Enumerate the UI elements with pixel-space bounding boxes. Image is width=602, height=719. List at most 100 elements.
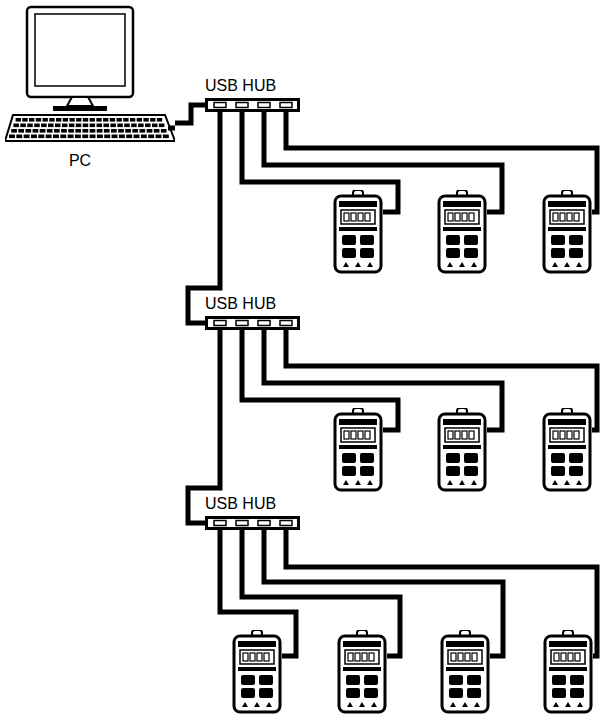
key [124, 124, 130, 128]
key [118, 129, 124, 133]
key [150, 118, 155, 122]
usb-port [258, 321, 270, 326]
key [111, 129, 117, 133]
key [138, 124, 144, 128]
key [49, 118, 54, 122]
key [24, 135, 30, 139]
key [69, 118, 74, 122]
key [56, 118, 61, 122]
data-logger [439, 408, 485, 490]
key [110, 118, 115, 122]
key [43, 118, 48, 122]
screen [35, 14, 125, 86]
key [159, 124, 165, 128]
computer-label: PC [5, 151, 155, 171]
key [110, 124, 116, 128]
usb-port [236, 103, 248, 108]
key [41, 124, 47, 128]
monitor-base [53, 106, 107, 111]
key [97, 129, 103, 133]
key [68, 129, 74, 133]
key [54, 129, 60, 133]
usb-port [258, 521, 270, 526]
key [119, 135, 125, 139]
hub-label: USB HUB [205, 76, 304, 96]
key [141, 135, 147, 139]
key [53, 135, 59, 139]
key [90, 118, 95, 122]
key [75, 135, 81, 139]
key [76, 124, 82, 128]
keyboard [5, 115, 175, 141]
usb-port [214, 321, 226, 326]
key [22, 118, 27, 122]
data-logger [335, 408, 381, 490]
data-logger [544, 190, 590, 272]
usb-cable [188, 112, 220, 323]
key [131, 124, 137, 128]
key [47, 129, 53, 133]
key [31, 135, 37, 139]
key [61, 129, 67, 133]
hub-box [205, 516, 300, 530]
key [90, 129, 96, 133]
key [38, 135, 44, 139]
key [11, 129, 17, 133]
usb-port [280, 321, 292, 326]
usb-cable [188, 330, 220, 523]
usb-port [258, 103, 270, 108]
hub-label: USB HUB [205, 494, 304, 514]
key [104, 135, 110, 139]
key [13, 124, 19, 128]
key [104, 129, 110, 133]
key [117, 124, 123, 128]
key [62, 124, 68, 128]
key [96, 118, 101, 122]
key [63, 118, 68, 122]
usb-port [214, 103, 226, 108]
computer-node: PC [5, 5, 175, 171]
usb-cables [220, 112, 597, 656]
key [163, 135, 169, 139]
key [40, 129, 46, 133]
key [60, 135, 66, 139]
key [117, 118, 122, 122]
data-logger [545, 630, 591, 712]
key [82, 135, 88, 139]
key [25, 129, 31, 133]
key [130, 118, 135, 122]
data-loggers [234, 190, 591, 712]
key [27, 124, 33, 128]
key [97, 135, 103, 139]
usb-port [214, 521, 226, 526]
key [36, 118, 41, 122]
data-logger [442, 630, 488, 712]
monitor [27, 7, 133, 97]
key [18, 129, 24, 133]
pc-icon [5, 5, 175, 145]
key [83, 118, 88, 122]
data-logger [339, 630, 385, 712]
key [82, 129, 88, 133]
hub-body [207, 318, 299, 329]
key [143, 118, 148, 122]
key [83, 124, 89, 128]
data-logger [335, 190, 381, 272]
hub-body [207, 100, 299, 111]
usb-hub-node: USB HUB [205, 294, 304, 330]
key [137, 118, 142, 122]
key [156, 135, 162, 139]
key [16, 135, 22, 139]
data-logger [439, 190, 485, 272]
usb-port [280, 103, 292, 108]
key [103, 118, 108, 122]
usb-port [236, 521, 248, 526]
key [16, 118, 21, 122]
key [90, 124, 96, 128]
key [68, 135, 74, 139]
key [48, 124, 54, 128]
key [145, 124, 151, 128]
hub-body [207, 518, 299, 529]
key [134, 135, 140, 139]
